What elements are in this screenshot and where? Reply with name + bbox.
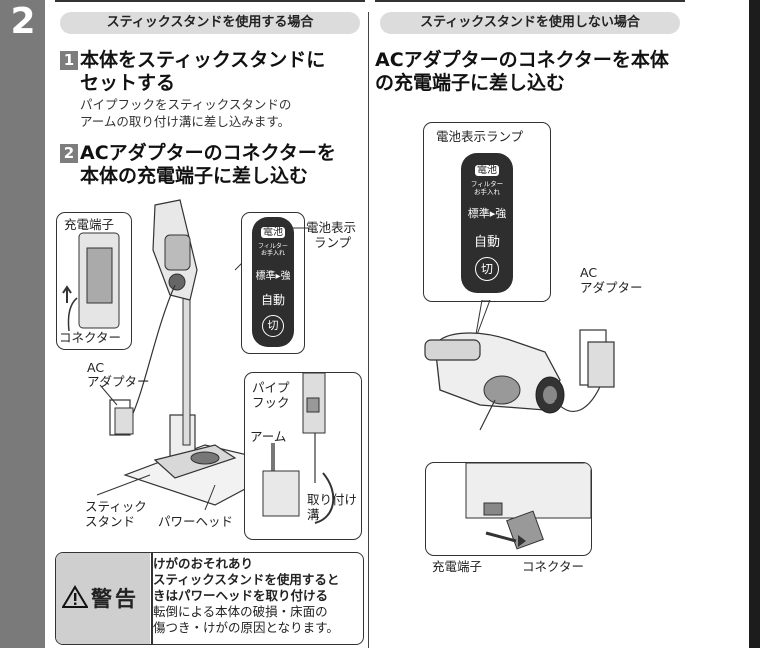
item1-title-line2: セットする — [80, 72, 176, 94]
item1-number: 1 — [60, 51, 78, 70]
warning-triangle-icon — [62, 585, 88, 608]
label-attach-1: 取り付け — [307, 492, 358, 507]
warning-line2: スティックスタンドを使用すると — [153, 572, 340, 587]
control-panel-inset-left: 電池 フィルターお手入れ 標準▸強 自動 切 — [241, 212, 305, 354]
label-battery-lamp-1: 電池表示 — [306, 220, 357, 235]
left-section-header: スティックスタンドを使用する場合 — [60, 12, 360, 34]
filter-left-2: お手入れ — [260, 250, 285, 257]
right-title-line2: の充電端子に差し込む — [375, 72, 566, 94]
warning-label: 警告 — [91, 587, 139, 611]
warning-line3: きはパワーヘッドを取り付ける — [153, 588, 329, 603]
label-pipe: パイプ — [252, 380, 290, 395]
filter-right-1: フィルター — [470, 180, 504, 188]
charging-terminal-inset-right — [425, 462, 592, 556]
warning-text: けがのおそれあり スティックスタンドを使用すると きはパワーヘッドを取り付ける … — [153, 556, 363, 636]
battery-lamp-left: 電池 — [261, 227, 285, 238]
warning-line4: 転倒による本体の破損・床面の — [153, 604, 328, 619]
label-charging-terminal-right: 充電端子 — [432, 559, 483, 574]
label-battery-lamp-right: 電池表示ランプ — [436, 129, 524, 144]
label-stick: スティック — [85, 499, 147, 514]
filter-right-2: お手入れ — [474, 188, 500, 196]
item1-desc-line1: パイプフックをスティックスタンドの — [80, 97, 292, 112]
warning-box: 警告 けがのおそれあり スティックスタンドを使用すると きはパワーヘッドを取り付… — [55, 552, 364, 645]
label-ac-right: AC — [580, 265, 598, 280]
label-charging-terminal: 充電端子 — [64, 217, 115, 232]
item1-desc-line2: アームの取り付け溝に差し込みます。 — [80, 114, 291, 129]
label-battery-lamp-2: ランプ — [314, 235, 352, 250]
right-edge-bar — [749, 0, 760, 648]
column-divider — [368, 12, 369, 648]
standard-button-left: 標準▸強 — [255, 271, 291, 282]
right-section-header: スティックスタンドを使用しない場合 — [380, 12, 680, 34]
control-panel-right: 電池 フィルターお手入れ 標準▸強 自動 切 — [461, 153, 513, 293]
pipe-hook-inset — [244, 372, 362, 540]
label-adapter-right: アダプター — [580, 280, 643, 295]
control-panel-inset-right: 電池 フィルターお手入れ 標準▸強 自動 切 — [423, 122, 551, 302]
off-button-right: 切 — [475, 257, 499, 281]
step-sidebar — [0, 0, 45, 648]
right-title-line1: ACアダプターのコネクターを本体 — [375, 49, 669, 71]
item1-description: パイプフックをスティックスタンドの アームの取り付け溝に差し込みます。 — [80, 96, 360, 130]
off-button-left: 切 — [262, 315, 284, 337]
filter-left-1: フィルター — [258, 243, 288, 250]
step-number: 2 — [10, 1, 36, 42]
label-adapter: アダプター — [87, 374, 150, 389]
charging-terminal-inset — [56, 212, 132, 350]
label-connector: コネクター — [59, 330, 122, 345]
top-rule-left — [55, 0, 365, 2]
label-power-head: パワーヘッド — [158, 514, 234, 529]
auto-button-left: 自動 — [260, 293, 285, 307]
battery-lamp-right: 電池 — [475, 165, 499, 176]
label-connector-right: コネクター — [522, 559, 585, 574]
warning-label-area: 警告 — [56, 553, 150, 644]
label-ac: AC — [87, 360, 105, 375]
label-hook: フック — [252, 395, 290, 410]
top-rule-right — [375, 0, 685, 2]
item2-number: 2 — [60, 144, 78, 163]
right-title: ACアダプターのコネクターを本体 の充電端子に差し込む — [375, 49, 695, 95]
item2-title-line1: ACアダプターのコネクターを — [80, 142, 336, 164]
item2-title-line2: 本体の充電端子に差し込む — [80, 165, 309, 187]
standard-button-right: 標準▸強 — [467, 207, 507, 220]
label-attach-2: 溝 — [307, 507, 320, 522]
warning-line1: けがのおそれあり — [153, 556, 254, 571]
label-arm: アーム — [250, 429, 287, 444]
warning-line5: 傷つき・けがの原因となります。 — [153, 620, 339, 635]
ac-adapter-right-icon — [579, 329, 615, 388]
label-stand: スタンド — [85, 514, 136, 529]
control-panel-left: 電池 フィルターお手入れ 標準▸強 自動 切 — [252, 217, 294, 347]
item1-title-line1: 本体をスティックスタンドに — [80, 49, 326, 71]
auto-button-right: 自動 — [473, 235, 500, 250]
